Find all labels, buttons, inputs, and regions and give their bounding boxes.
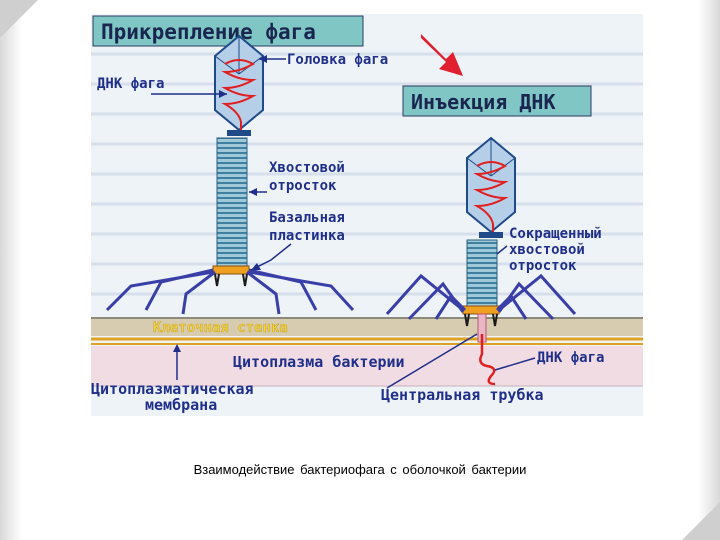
- label-cytoplasm: Цитоплазма бактерии: [233, 353, 405, 371]
- cell-wall-layer: [91, 318, 643, 336]
- phage-diagram: Прикрепление фага Инъекция ДНК: [91, 14, 643, 416]
- background-texture: [91, 52, 643, 296]
- phage-attaching: [105, 34, 355, 315]
- label-contracted-tail-line2: хвостовой: [509, 242, 585, 258]
- phage-tail: [216, 137, 248, 267]
- slide-corner-decoration: [682, 502, 720, 540]
- phage-contracted-tail: [466, 239, 498, 307]
- label-phage-dna: ДНК фага: [97, 76, 164, 92]
- phage-tail-fibers: [105, 268, 355, 315]
- phage-dna-coil: [221, 59, 257, 132]
- label-contracted-tail-line3: отросток: [509, 258, 577, 274]
- phage-injecting: [385, 136, 577, 386]
- stage-arrow: [421, 34, 463, 76]
- phage-base-plate: [462, 305, 500, 315]
- label-phage-head: Головка фага: [287, 52, 388, 68]
- cytoplasm-layer: [91, 346, 643, 386]
- label-tail-line2: отросток: [269, 178, 337, 194]
- phage-diagram-svg: Прикрепление фага Инъекция ДНК: [91, 15, 643, 414]
- slide-caption: Взаимодействие бактериофага с оболочкой …: [193, 462, 527, 477]
- label-central-tube: Центральная трубка: [381, 386, 544, 404]
- label-injected-dna: ДНК фага: [537, 350, 604, 366]
- phage-base-plate: [212, 265, 250, 275]
- label-base-plate-line2: пластинка: [269, 228, 345, 244]
- slide-corner-decoration: [0, 0, 38, 38]
- title-dna-injection: Инъекция ДНК: [411, 90, 556, 114]
- phage-tail-fibers: [385, 273, 577, 321]
- injected-dna: [479, 334, 496, 386]
- label-cell-wall: Клеточная стенка: [153, 320, 288, 336]
- label-membrane-line2: мембрана: [145, 396, 217, 414]
- label-membrane-line1: Цитоплазматическая: [91, 380, 254, 398]
- phage-dna-coil: [473, 161, 509, 234]
- title-attachment: Прикрепление фага: [101, 20, 316, 44]
- label-contracted-tail-line1: Сокращенный: [509, 226, 602, 242]
- label-base-plate-line1: Базальная: [269, 210, 345, 226]
- label-tail-line1: Хвостовой: [269, 160, 345, 176]
